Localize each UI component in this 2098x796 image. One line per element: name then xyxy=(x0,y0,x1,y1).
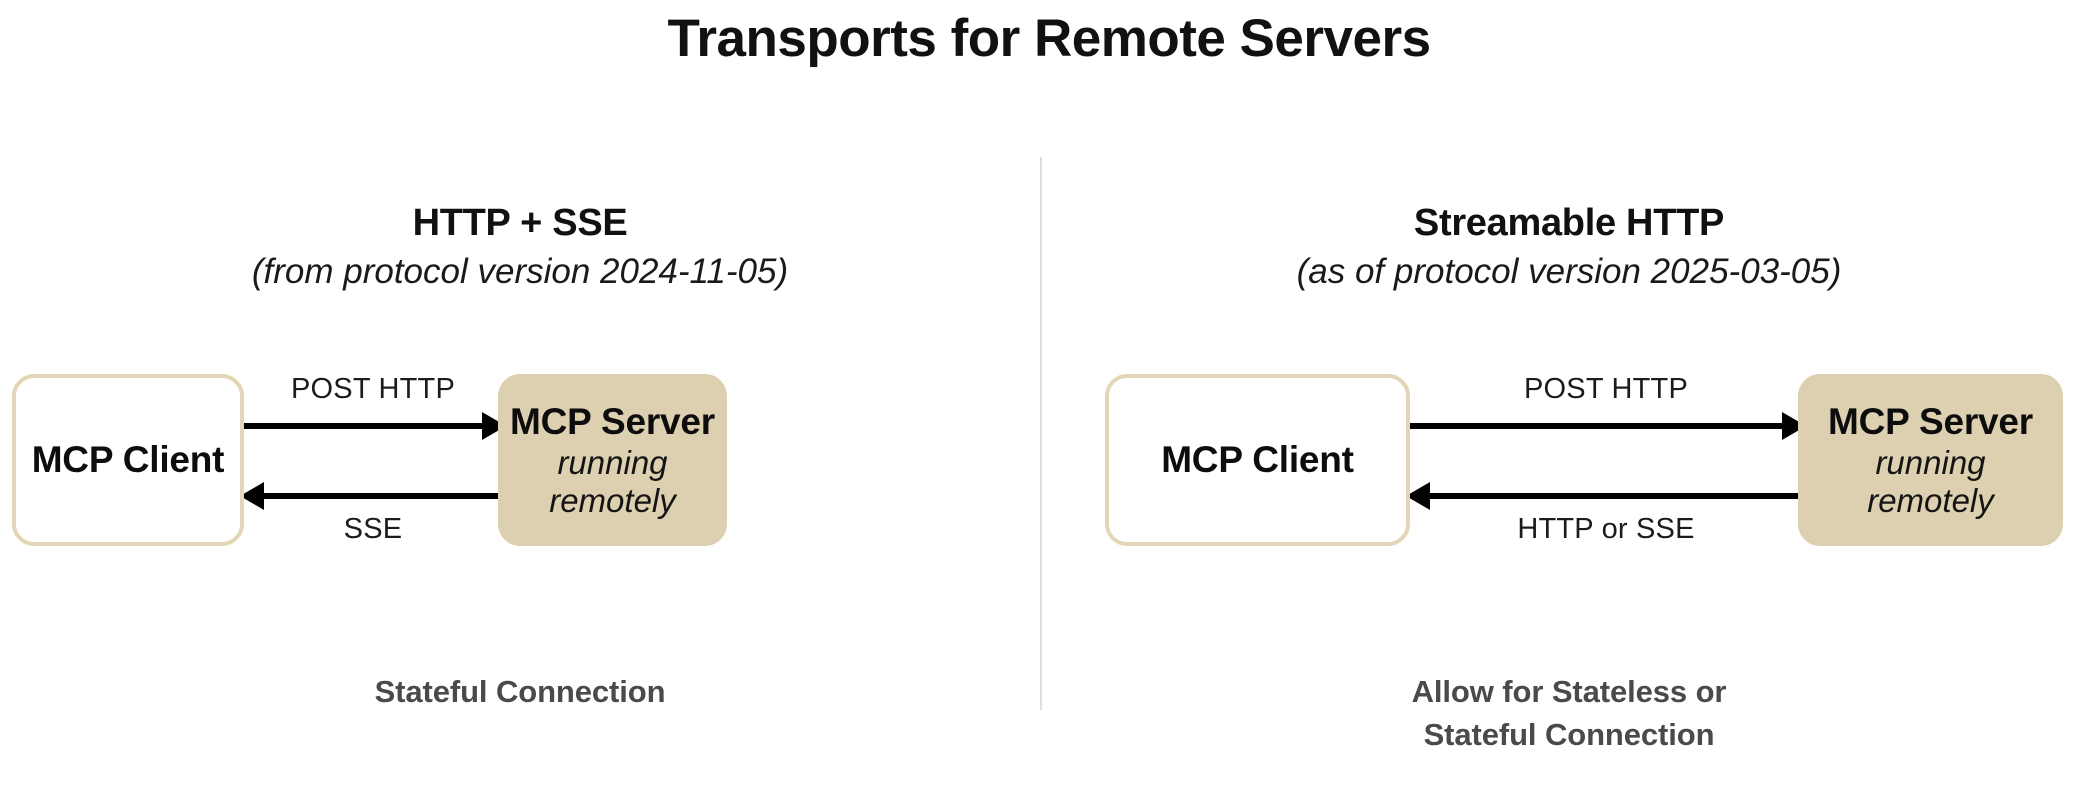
panel-heading-http-sse: HTTP + SSE (from protocol version 2024-1… xyxy=(0,200,1040,296)
arrow-right-icon xyxy=(244,412,502,440)
panel-version-streamable-http: (as of protocol version 2025-03-05) xyxy=(1296,252,1842,291)
panel-footer-streamable-http: Allow for Stateless or Stateful Connecti… xyxy=(1040,670,2098,756)
footer-line-2: Stateful Connection xyxy=(1423,717,1715,752)
node-server-subtitle-line1: running xyxy=(1875,444,1986,481)
node-client-label: MCP Client xyxy=(1161,439,1354,480)
diagram-http-sse: MCP Client POST HTTP SSE MCP Server xyxy=(12,373,727,546)
node-mcp-server-http-sse: MCP Server running remotely xyxy=(498,374,727,546)
node-client-label: MCP Client xyxy=(31,439,225,480)
panel-version-http-sse: (from protocol version 2024-11-05) xyxy=(251,252,789,291)
arrow-label-request-http-sse: POST HTTP xyxy=(290,373,455,405)
panel-streamable-http: Streamable HTTP (as of protocol version … xyxy=(1040,0,2098,796)
arrow-label-response-http-sse: SSE xyxy=(343,513,403,545)
node-server-subtitle: running remotely xyxy=(549,444,676,520)
footer-line-1: Stateful Connection xyxy=(374,674,666,709)
node-server-label: MCP Server xyxy=(1827,401,2034,442)
panel-footer-http-sse: Stateful Connection xyxy=(0,670,1040,713)
panel-heading-streamable-http: Streamable HTTP (as of protocol version … xyxy=(1040,200,2098,296)
arrow-group-http-sse: POST HTTP SSE xyxy=(244,373,502,546)
node-mcp-client-streamable-http: MCP Client xyxy=(1105,374,1410,546)
node-server-subtitle-line2: remotely xyxy=(1867,482,1994,519)
node-server-subtitle: running remotely xyxy=(1867,444,1994,520)
node-mcp-server-streamable-http: MCP Server running remotely xyxy=(1798,374,2063,546)
node-server-label: MCP Server xyxy=(509,401,716,442)
panel-http-sse: HTTP + SSE (from protocol version 2024-1… xyxy=(0,0,1040,796)
arrow-icons-http-sse xyxy=(244,412,502,510)
panel-title-streamable-http: Streamable HTTP xyxy=(1413,202,1725,244)
panel-divider xyxy=(1040,157,1042,710)
page-title: Transports for Remote Servers xyxy=(667,9,1431,68)
arrow-right-icon xyxy=(1410,412,1802,440)
arrow-group-streamable-http: POST HTTP HTTP or SSE xyxy=(1410,373,1802,546)
arrow-icons-streamable-http xyxy=(1410,412,1802,510)
node-mcp-client-http-sse: MCP Client xyxy=(12,374,244,546)
arrow-label-response-streamable-http: HTTP or SSE xyxy=(1517,513,1695,545)
arrow-left-icon xyxy=(244,482,502,510)
panel-title-http-sse: HTTP + SSE xyxy=(412,202,628,244)
node-server-subtitle-line1: running xyxy=(557,444,668,481)
node-server-subtitle-line2: remotely xyxy=(549,482,676,519)
arrow-label-request-streamable-http: POST HTTP xyxy=(1523,373,1688,405)
footer-line-1: Allow for Stateless or xyxy=(1411,674,1727,709)
diagram-streamable-http: MCP Client POST HTTP HTTP or SSE MCP Ser… xyxy=(1105,373,2063,546)
arrow-left-icon xyxy=(1410,482,1802,510)
